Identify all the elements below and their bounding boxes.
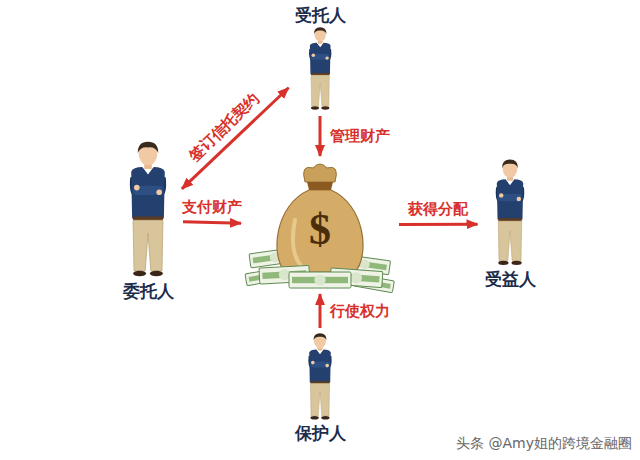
person-shoe — [133, 271, 146, 277]
flow-arrow — [182, 88, 289, 189]
person-forearms — [310, 361, 329, 367]
flow-arrow — [319, 294, 322, 328]
person-hand — [517, 197, 521, 201]
person-hair — [502, 159, 518, 168]
bag-body — [277, 190, 363, 272]
person-shirt — [497, 179, 523, 219]
person-hand — [311, 54, 314, 57]
person-shoe — [150, 271, 163, 277]
bag-top — [304, 164, 337, 182]
person-figure — [303, 26, 337, 112]
flow-arrow — [399, 223, 478, 226]
person-hand — [499, 193, 503, 197]
person-face — [314, 334, 326, 348]
person-forearms — [133, 186, 163, 195]
person-face — [314, 28, 325, 42]
person-figure — [302, 332, 338, 422]
flow-arrow — [319, 116, 322, 156]
banknote-seal — [350, 272, 362, 284]
person-shoe — [511, 261, 521, 265]
person-belt — [310, 381, 329, 383]
person-face — [503, 160, 518, 178]
person-trousers — [133, 220, 163, 270]
role-name: 委托人 — [123, 280, 174, 302]
person-trousers — [310, 384, 329, 416]
role-name: 受托人 — [295, 4, 346, 26]
person-trousers — [498, 221, 521, 261]
person-hand — [134, 185, 140, 191]
arrow-label: 管理财产 — [328, 127, 392, 145]
role-name: 保护人 — [295, 422, 346, 444]
person-node: 受托人 — [292, 4, 349, 112]
person-shoe — [498, 261, 508, 265]
bag-tie — [307, 182, 333, 190]
person-hair — [314, 27, 327, 34]
person-belt — [133, 217, 163, 221]
person-shoe — [321, 106, 329, 109]
role-name: 受益人 — [485, 268, 536, 290]
currency-symbol: $ — [309, 206, 331, 254]
person-shirt — [309, 349, 331, 382]
arrow-label: 签订信托契约 — [184, 88, 265, 166]
person-hand — [156, 189, 162, 195]
person-hair — [313, 333, 326, 340]
person-figure — [488, 158, 532, 268]
flow-arrow — [183, 222, 241, 223]
money-bag-node: $ — [245, 160, 395, 290]
person-node: 委托人 — [117, 140, 179, 302]
banknote-stack — [289, 272, 351, 288]
person-belt — [498, 218, 521, 221]
bag-highlight — [293, 220, 301, 266]
arrow-label: 行使权力 — [328, 302, 392, 320]
person-shirt — [131, 167, 165, 218]
arrow-label: 支付财产 — [180, 198, 244, 216]
person-face — [139, 143, 158, 165]
person-hand — [325, 56, 328, 59]
person-shirt — [310, 43, 331, 75]
person-trousers — [311, 75, 329, 106]
person-hand — [325, 364, 329, 368]
person-forearms — [311, 54, 329, 60]
person-figure — [120, 140, 176, 280]
person-belt — [311, 73, 329, 75]
banknote-seal — [314, 274, 325, 285]
person-shoe — [310, 416, 318, 420]
person-shoe — [321, 416, 329, 420]
person-node: 保护人 — [292, 332, 349, 444]
person-hand — [311, 361, 315, 365]
person-shoe — [311, 106, 319, 109]
person-hair — [138, 142, 159, 153]
arrow-label: 获得分配 — [406, 200, 470, 218]
person-node: 受益人 — [482, 158, 539, 290]
person-forearms — [498, 194, 521, 201]
banknote — [289, 272, 351, 288]
watermark: 头条 @Amy姐的跨境金融圈 — [456, 434, 632, 452]
